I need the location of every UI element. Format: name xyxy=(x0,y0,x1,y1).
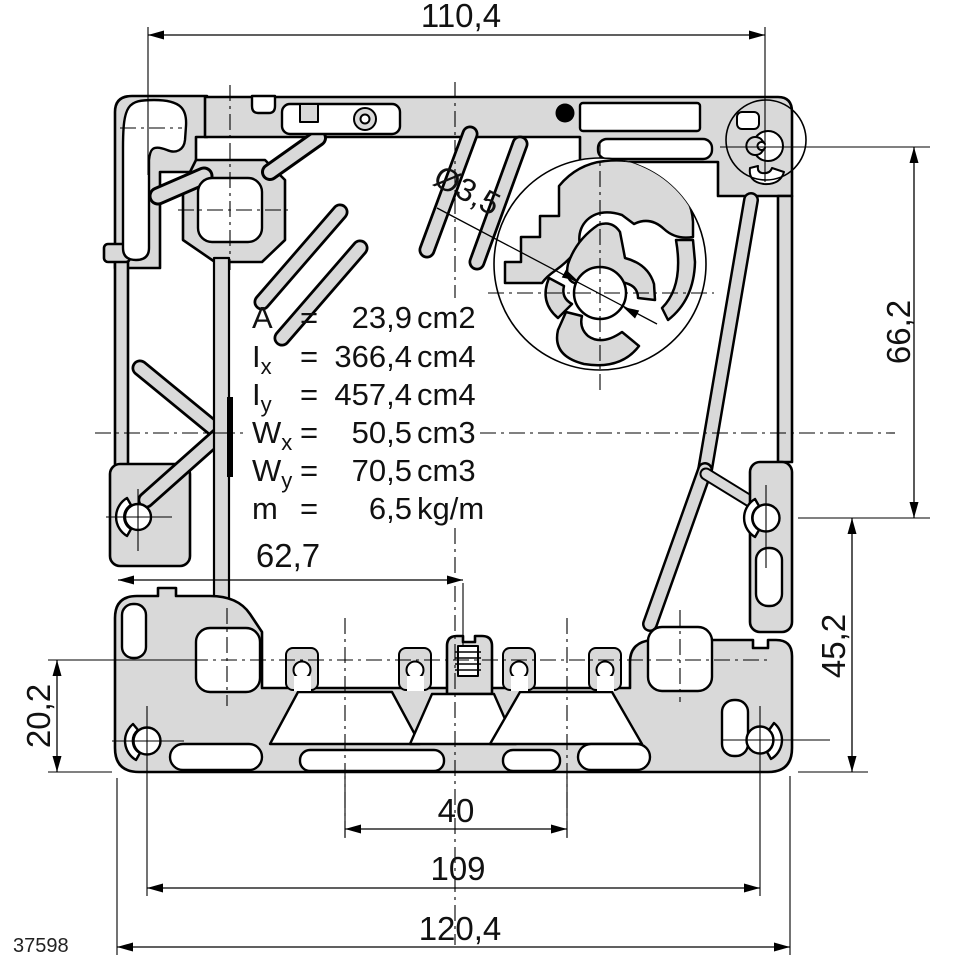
bottom-mouth-3 xyxy=(501,748,562,773)
part-number: 37598 xyxy=(13,935,69,957)
prop-value: 366,4 xyxy=(334,339,412,374)
dim-label-thread-offset: 62,7 xyxy=(256,537,320,574)
bottom-mouth-1 xyxy=(168,742,264,772)
dim-label-hole-spacing: 109 xyxy=(430,850,485,887)
corner-ear-cavity xyxy=(121,98,188,262)
detail-view xyxy=(488,142,714,390)
prop-value: 6,5 xyxy=(369,491,412,526)
bottom-left-slot xyxy=(120,602,148,660)
dimension-left-height: 20,2 xyxy=(20,659,195,773)
prop-value: 457,4 xyxy=(334,377,412,412)
hook-cavities xyxy=(292,660,615,691)
prop-symbol: m xyxy=(252,491,278,526)
prop-symbol: Iy xyxy=(252,377,272,417)
detail-crosshair xyxy=(488,142,714,390)
left-wall xyxy=(113,250,130,472)
prop-equals: = xyxy=(300,339,318,374)
dimension-slot-pitch: 40 xyxy=(344,776,568,838)
dimension-overall-width: 120,4 xyxy=(116,776,791,955)
bottom-mouth-2 xyxy=(298,748,446,773)
dim-label-top-width: 110,4 xyxy=(421,0,501,34)
thread-slot xyxy=(455,645,481,677)
seal-dot xyxy=(555,103,575,123)
rail-top-notch xyxy=(250,94,277,115)
square-cavity-bottom-right xyxy=(646,625,714,693)
dim-label-right-lower: 45,2 xyxy=(815,614,852,678)
rail-lower-slot xyxy=(596,137,714,161)
dim-label-slot-pitch: 40 xyxy=(438,792,475,829)
dimension-top-width: 110,4 xyxy=(147,0,766,182)
prop-value: 70,5 xyxy=(352,453,412,488)
prop-symbol: Wx xyxy=(252,415,292,455)
prop-equals: = xyxy=(300,300,318,335)
right-block-slot xyxy=(754,546,784,608)
prop-symbol: A xyxy=(252,300,273,335)
prop-equals: = xyxy=(300,415,318,450)
snap-hook xyxy=(299,103,377,131)
prop-value: 50,5 xyxy=(352,415,412,450)
top-right-screw-channel xyxy=(736,111,785,186)
detail-source-circle xyxy=(725,99,807,181)
bottom-right-slot xyxy=(720,698,750,758)
prop-symbol: Wy xyxy=(252,453,292,493)
dim-label-overall-width: 120,4 xyxy=(419,910,502,947)
right-strut xyxy=(642,192,765,632)
machined-edge-mark xyxy=(227,397,233,477)
detail-geometry xyxy=(503,159,706,370)
prop-symbol: Ix xyxy=(252,339,272,379)
prop-unit: cm3 xyxy=(417,453,476,488)
vertical-web xyxy=(212,256,231,604)
rail-seal-slot xyxy=(578,101,702,133)
prop-equals: = xyxy=(300,377,318,412)
webs-and-fins xyxy=(131,125,529,509)
prop-equals: = xyxy=(300,453,318,488)
dimension-hole-spacing: 109 xyxy=(146,748,761,896)
prop-equals: = xyxy=(300,491,318,526)
profile-cavities xyxy=(114,94,785,773)
dim-label-left-height: 20,2 xyxy=(20,684,57,748)
section-properties: A = 23,9 cm2 Ix = 366,4 cm4 Iy = 457,4 c… xyxy=(252,300,484,526)
bottom-mouth-4 xyxy=(576,742,652,772)
dimension-right-upper: 66,2 xyxy=(720,146,930,519)
dimension-thread-offset: 62,7 xyxy=(118,537,464,645)
dim-label-right-upper: 66,2 xyxy=(880,300,917,364)
crosshairs xyxy=(106,485,830,748)
prop-unit: cm3 xyxy=(417,415,476,450)
prop-unit: cm4 xyxy=(417,377,476,412)
right-wall xyxy=(776,194,794,464)
dimension-right-lower: 45,2 xyxy=(798,518,868,773)
prop-unit: cm4 xyxy=(417,339,476,374)
prop-unit: cm2 xyxy=(417,300,476,335)
prop-value: 23,9 xyxy=(352,300,412,335)
prop-unit: kg/m xyxy=(417,491,484,526)
